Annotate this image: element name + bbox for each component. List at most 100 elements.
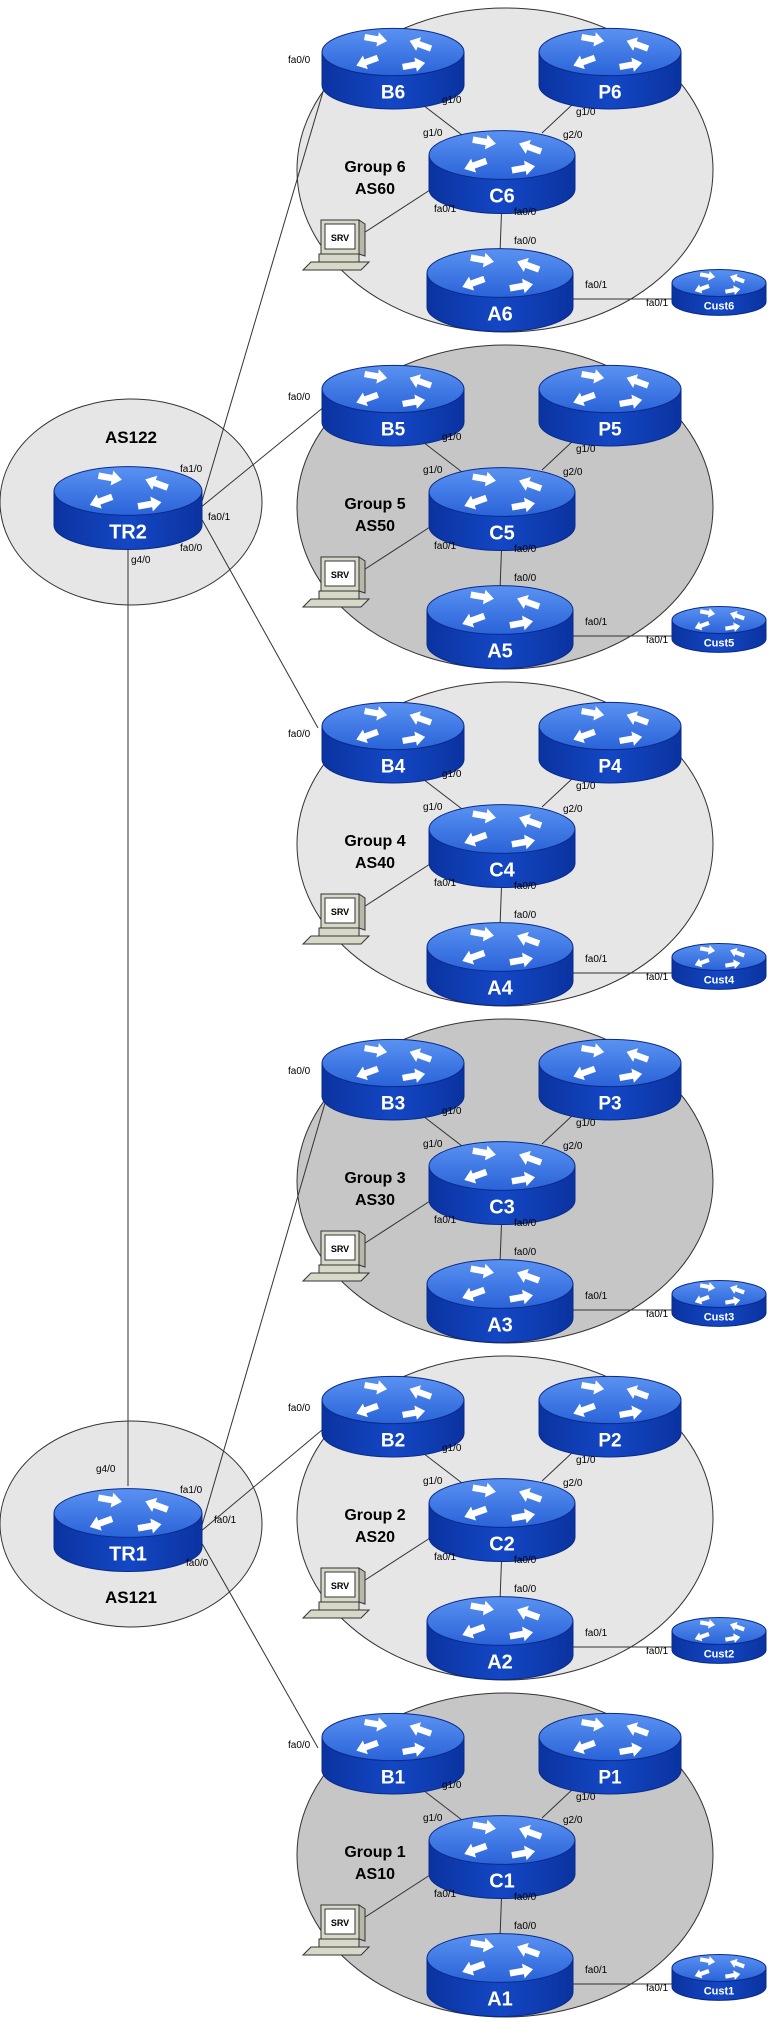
router-P5[interactable]: P5 [538,364,682,447]
router-arrow-icon [694,957,710,968]
router-arrow-icon [519,1824,543,1840]
router-P5-label: P5 [598,419,622,440]
router-arrow-icon [573,391,596,407]
router-arrow-icon [573,1739,596,1755]
iface-label: fa0/0 [288,55,311,66]
router-A2-label: A2 [487,1652,513,1674]
server-6[interactable]: SRV [301,219,371,271]
iface-label: fa0/1 [646,635,669,646]
server-1[interactable]: SRV [301,1904,371,1956]
router-P1[interactable]: P1 [538,1712,682,1795]
server-4[interactable]: SRV [301,893,371,945]
router-A3[interactable]: A3 [426,1259,574,1343]
router-arrow-icon [97,470,122,486]
router-A3-label: A3 [487,1315,513,1337]
router-A5[interactable]: A5 [426,585,574,669]
router-P3[interactable]: P3 [538,1038,682,1121]
router-top [671,606,767,634]
router-arrow-icon [356,1739,379,1755]
server-5[interactable]: SRV [301,556,371,608]
router-P2[interactable]: P2 [538,1375,682,1458]
server-label: SRV [331,233,349,243]
router-A1[interactable]: A1 [426,1933,574,2017]
link-tr2-b4 [199,515,319,729]
router-Cust6-label: Cust6 [704,300,735,312]
router-B2[interactable]: B2 [321,1375,465,1458]
router-arrow-icon [519,139,543,155]
router-arrow-icon [402,1405,426,1420]
router-Cust5[interactable]: Cust5 [671,606,767,653]
router-arrow-icon [402,731,426,746]
group-as-number: AS10 [355,1866,395,1883]
router-top [321,1712,465,1762]
router-B6[interactable]: B6 [321,27,465,110]
router-Cust2[interactable]: Cust2 [671,1617,767,1664]
router-top [671,943,767,971]
router-arrow-icon [626,1048,650,1063]
router-Cust6[interactable]: Cust6 [671,269,767,316]
router-arrow-icon [409,374,433,389]
router-arrow-icon [694,620,710,631]
router-C3[interactable]: C3 [428,1141,576,1225]
router-A4[interactable]: A4 [426,922,574,1006]
iface-label: fa0/1 [585,954,608,965]
router-B4[interactable]: B4 [321,701,465,784]
monitor-screen [324,223,356,250]
router-arrow-icon [89,1515,114,1531]
router-top [538,701,682,751]
router-top [428,1815,576,1865]
router-P4[interactable]: P4 [538,701,682,784]
router-arrow-icon [725,1970,741,1980]
iface-label: fa0/0 [288,392,311,403]
iface-label: fa0/0 [514,1218,537,1229]
iface-label: fa0/0 [288,1403,311,1414]
router-top [538,1712,682,1762]
router-B1[interactable]: B1 [321,1712,465,1795]
router-A6[interactable]: A6 [426,248,574,332]
router-arrow-icon [517,257,541,273]
router-arrow-icon [517,1268,541,1284]
router-C6[interactable]: C6 [428,130,576,214]
iface-label: g2/0 [563,130,583,141]
group-as-number: AS40 [355,855,395,872]
router-arrow-icon [626,374,650,389]
router-Cust3[interactable]: Cust3 [671,1280,767,1327]
router-P6-label: P6 [598,82,621,103]
router-TR2[interactable]: TR2 [53,466,203,550]
router-arrow-icon [699,945,716,955]
router-B5[interactable]: B5 [321,364,465,447]
router-arrow-icon [725,1296,741,1306]
router-TR1[interactable]: TR1 [53,1488,203,1572]
router-arrow-icon [511,1845,536,1861]
router-arrow-icon [581,32,605,47]
router-Cust1[interactable]: Cust1 [671,1954,767,2001]
server-3[interactable]: SRV [301,1230,371,1282]
router-Cust4[interactable]: Cust4 [671,943,767,990]
router-C4[interactable]: C4 [428,804,576,888]
monitor-screen [324,560,356,587]
router-B3[interactable]: B3 [321,1038,465,1121]
router-arrow-icon [699,1282,716,1292]
router-arrow-icon [509,952,534,968]
router-arrow-icon [509,1626,534,1642]
iface-label: fa0/1 [434,204,457,215]
computer-base [318,927,360,937]
router-top [426,248,574,298]
group-title: Group 6 [344,159,405,176]
server-2[interactable]: SRV [301,1567,371,1619]
router-top [538,364,682,414]
router-P6[interactable]: P6 [538,27,682,110]
router-arrow-icon [464,494,488,510]
router-arrow-icon [729,1958,745,1969]
link-layer [127,67,673,1985]
iface-label: g1/0 [423,1139,443,1150]
router-C5[interactable]: C5 [428,467,576,551]
router-arrow-icon [464,157,488,173]
transit-as-label: AS121 [105,1588,157,1607]
router-arrow-icon [699,1619,716,1629]
router-C2[interactable]: C2 [428,1478,576,1562]
router-A2[interactable]: A2 [426,1596,574,1680]
router-C1[interactable]: C1 [428,1815,576,1899]
router-C6-label: C6 [489,186,515,208]
